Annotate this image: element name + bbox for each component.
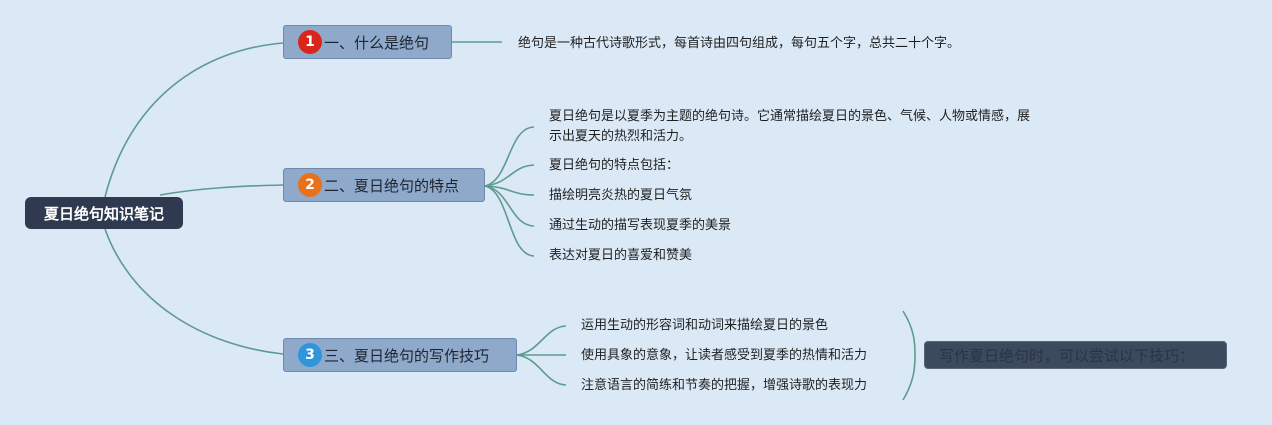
connector-topic2-leaf-5 (484, 185, 535, 257)
root-node[interactable]: 夏日绝句知识笔记 (25, 197, 183, 229)
topic-3-node[interactable]: 3 三、夏日绝句的写作技巧 (283, 338, 517, 372)
topic-1-label: 一、什么是绝句 (324, 33, 430, 52)
summary-brace (902, 310, 916, 401)
topic-3-label: 三、夏日绝句的写作技巧 (324, 346, 490, 365)
topic-2-leaf-3[interactable]: 描绘明亮炎热的夏日气氛 (549, 188, 693, 203)
connector-root-topic-2 (159, 184, 284, 196)
connector-topic3-leaf-3 (516, 354, 567, 386)
connector-topic3-leaf-1 (516, 325, 567, 356)
topic-2-leaf-5[interactable]: 表达对夏日的喜爱和赞美 (549, 248, 693, 263)
connector-topic2-leaf-1 (484, 126, 535, 187)
topic-2-label: 二、夏日绝句的特点 (324, 176, 460, 195)
topic-2-leaf-4[interactable]: 通过生动的描写表现夏季的美景 (549, 218, 732, 233)
priority-1-icon: 1 (298, 30, 322, 54)
connector-topic2-leaf-3 (484, 185, 535, 196)
priority-2-icon: 2 (298, 173, 322, 197)
priority-3-icon: 3 (298, 343, 322, 367)
topic-2-leaf-2[interactable]: 夏日绝句的特点包括： (549, 158, 680, 173)
topic-3-summary[interactable]: 写作夏日绝句时，可以尝试以下技巧： (924, 341, 1227, 369)
topic-3-leaf-2[interactable]: 使用具象的意象，让读者感受到夏季的热情和活力 (581, 348, 868, 363)
topic-3-leaf-3[interactable]: 注意语言的简练和节奏的把握，增强诗歌的表现力 (581, 378, 868, 393)
topic-2-node[interactable]: 2 二、夏日绝句的特点 (283, 168, 485, 202)
connector-root-topic-3 (104, 228, 284, 355)
connector-topic2-leaf-2 (484, 164, 535, 187)
topic-1-node[interactable]: 1 一、什么是绝句 (283, 25, 452, 59)
topic-3-leaf-1[interactable]: 运用生动的形容词和动词来描绘夏日的景色 (581, 318, 829, 333)
topic-1-leaf-1[interactable]: 绝句是一种古代诗歌形式，每首诗由四句组成，每句五个字，总共二十个字。 (518, 36, 961, 51)
connector-root-topic-1 (104, 42, 284, 198)
topic-2-leaf-1[interactable]: 夏日绝句是以夏季为主题的绝句诗。它通常描绘夏日的景色、气候、人物或情感，展示出夏… (549, 109, 1031, 144)
connector-topic2-leaf-4 (484, 185, 535, 227)
